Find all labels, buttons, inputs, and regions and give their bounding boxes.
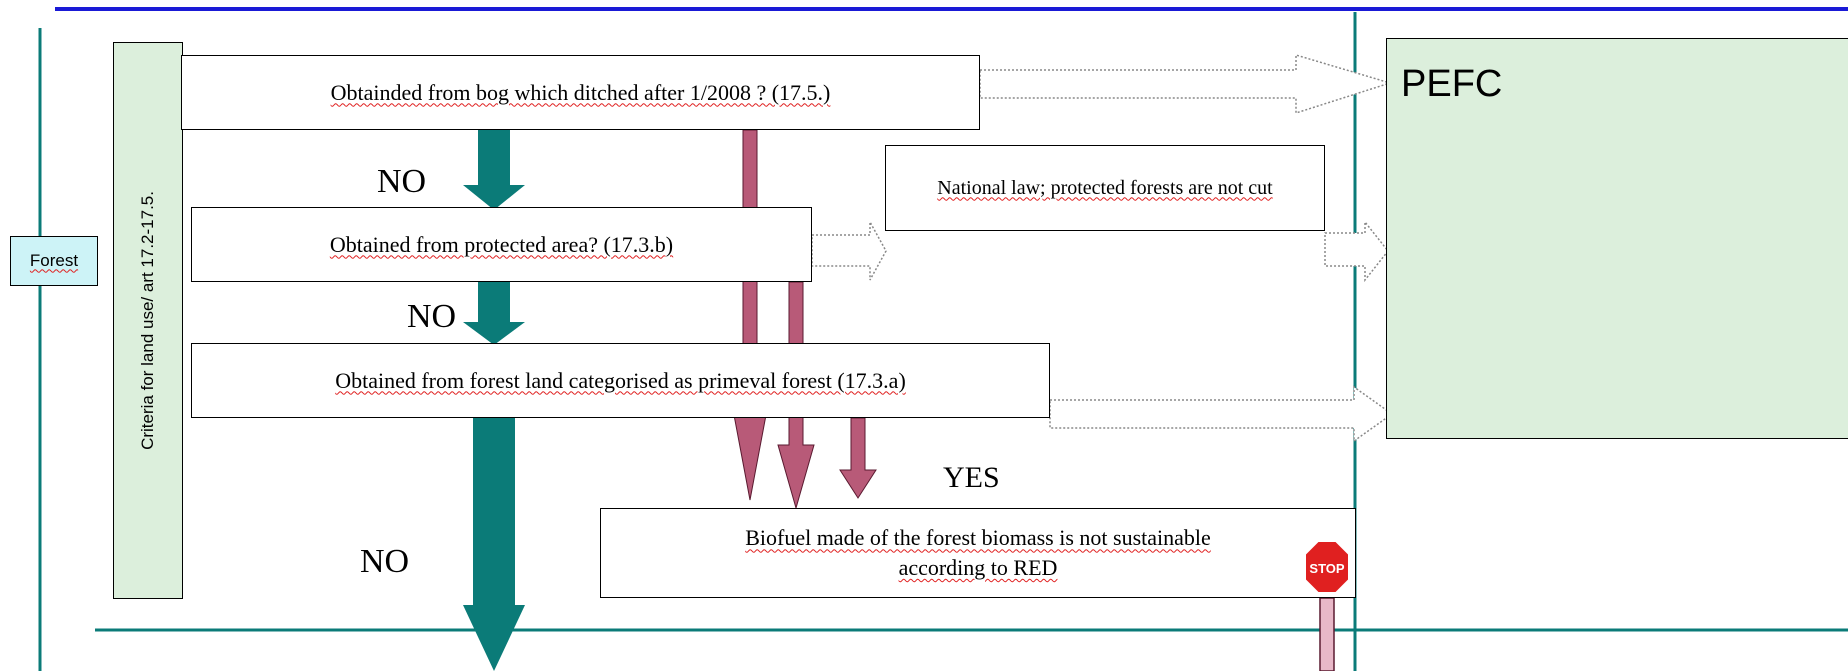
no-arrow-1 xyxy=(463,130,525,210)
primeval-to-pefc-arrow xyxy=(1049,385,1394,443)
primeval-question-box: Obtained from forest land categorised as… xyxy=(191,343,1050,418)
criteria-box: Criteria for land use/ art 17.2-17.5. xyxy=(113,42,183,599)
stop-pole xyxy=(1319,597,1335,671)
pefc-box: PEFC xyxy=(1386,38,1848,439)
protected-question-text: Obtained from protected area? (17.3.b) xyxy=(329,231,674,257)
bog-question-box: Obtainded from bog which ditched after 1… xyxy=(181,55,980,130)
yes-label: YES xyxy=(943,461,1000,494)
yes-arrow-1 xyxy=(733,129,767,501)
no-label-1: NO xyxy=(377,163,427,200)
national-law-box: National law; protected forests are not … xyxy=(885,145,1325,231)
forest-box: Forest xyxy=(10,236,98,286)
yes-arrow-3 xyxy=(839,417,877,499)
bog-to-pefc-arrow xyxy=(979,53,1393,115)
protected-to-law-arrow xyxy=(811,221,887,281)
no-arrow-3 xyxy=(463,415,525,671)
no-label-3: NO xyxy=(360,543,410,580)
protected-question-box: Obtained from protected area? (17.3.b) xyxy=(191,207,812,282)
pefc-label: PEFC xyxy=(1401,63,1503,105)
not-sustainable-box: Biofuel made of the forest biomass is no… xyxy=(600,508,1356,598)
no-arrow-2 xyxy=(463,282,525,345)
forest-label: Forest xyxy=(29,250,79,270)
stop-sign-icon: STOP xyxy=(1304,540,1350,594)
primeval-question-text: Obtained from forest land categorised as… xyxy=(335,367,906,393)
bog-question-text: Obtainded from bog which ditched after 1… xyxy=(330,79,831,105)
criteria-label: Criteria for land use/ art 17.2-17.5. xyxy=(137,191,157,450)
law-to-pefc-arrow xyxy=(1324,219,1389,283)
not-sustainable-text: Biofuel made of the forest biomass is no… xyxy=(745,525,1211,580)
no-label-2: NO xyxy=(407,298,457,335)
national-law-text: National law; protected forests are not … xyxy=(937,176,1273,199)
stop-sign-text: STOP xyxy=(1309,561,1344,576)
